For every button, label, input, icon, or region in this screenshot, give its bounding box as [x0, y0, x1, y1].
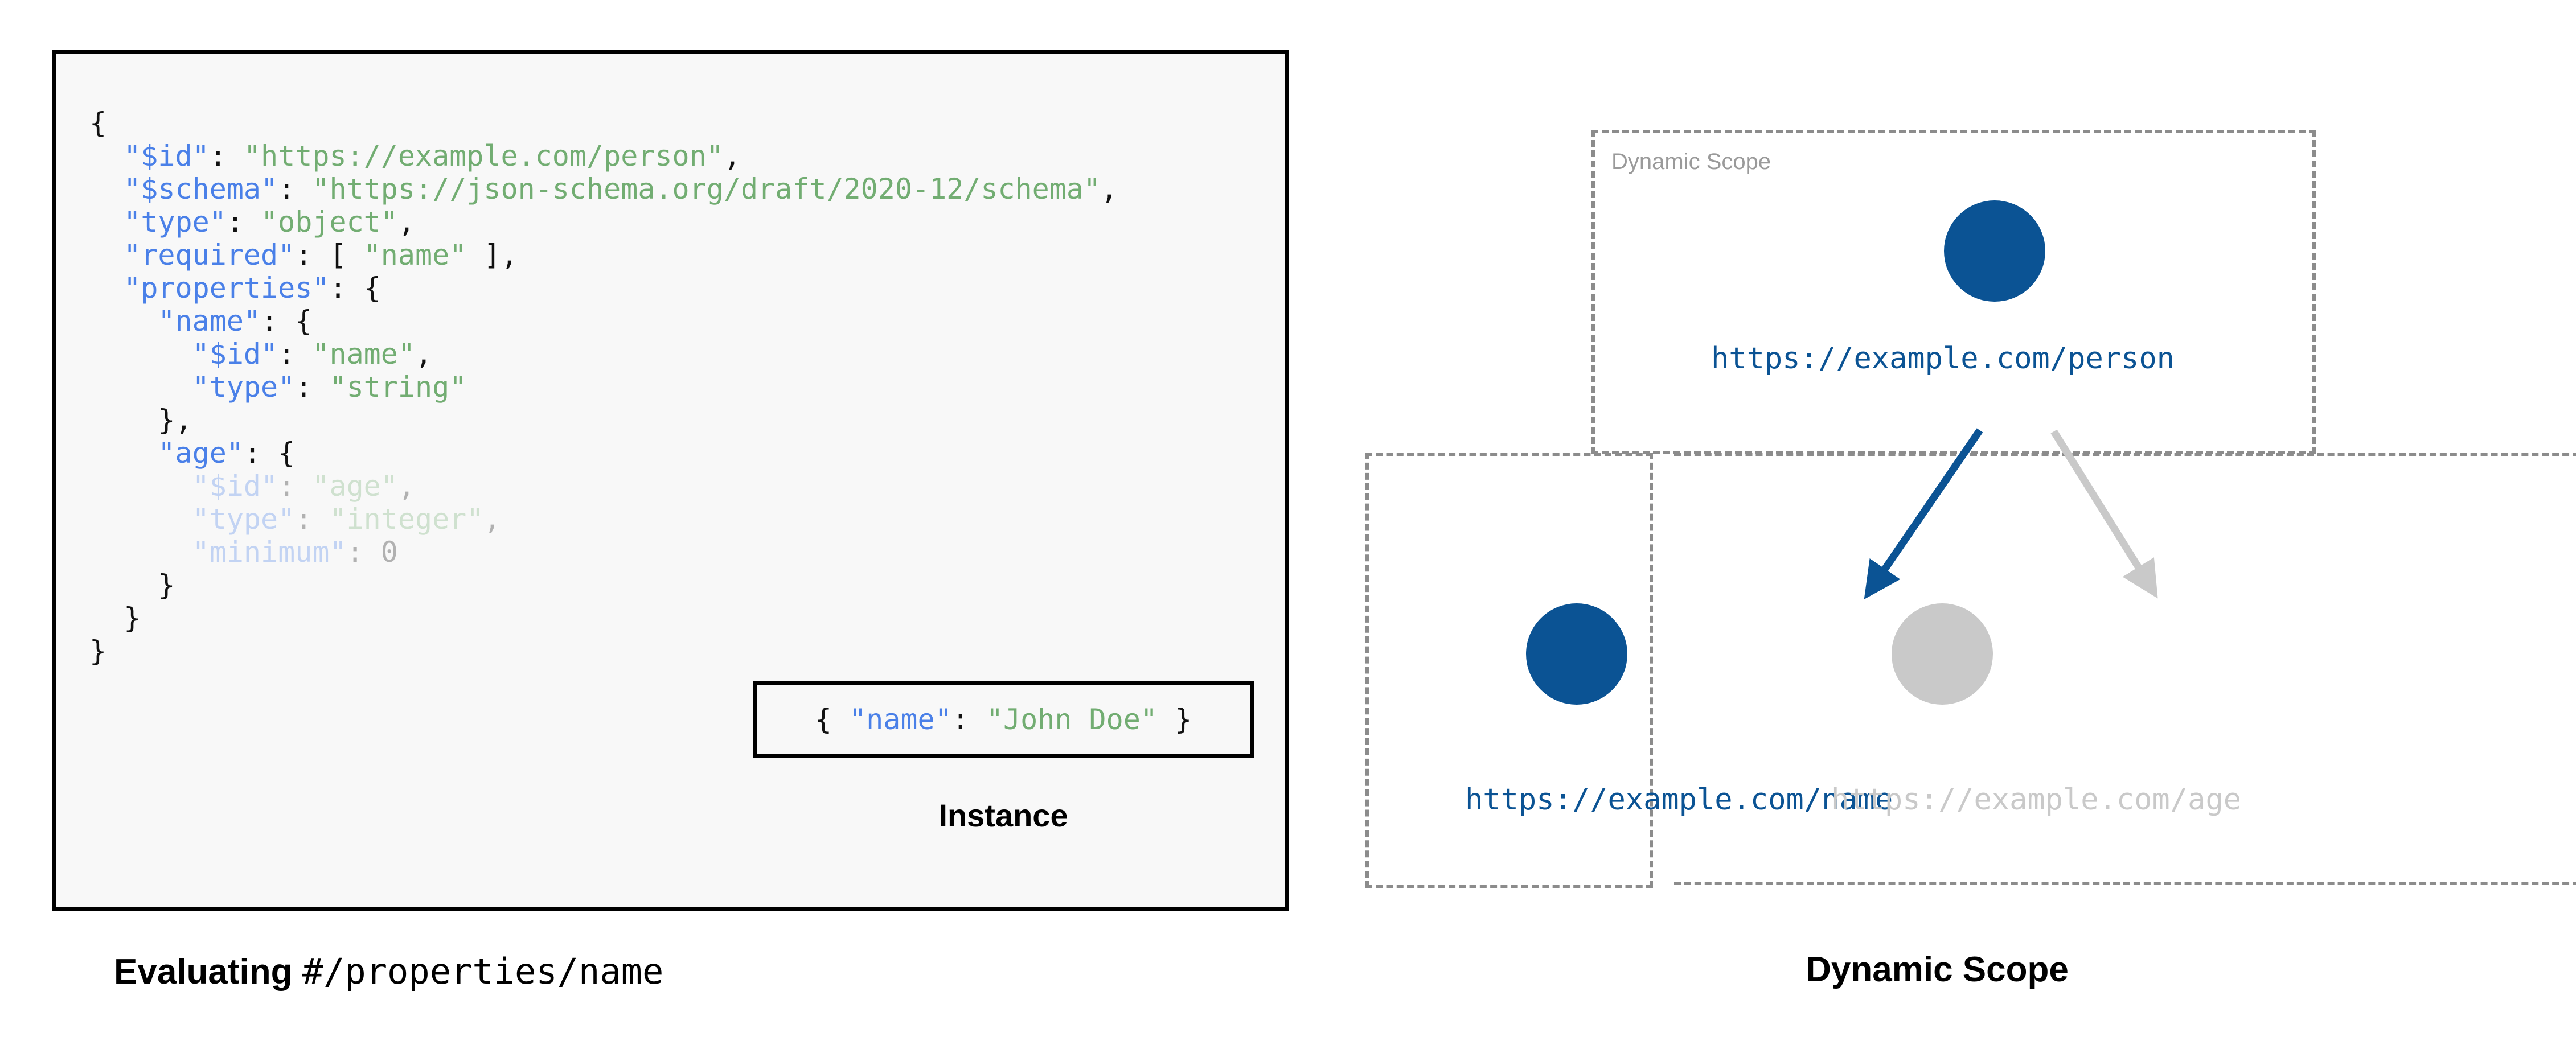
code-line: { [89, 106, 107, 139]
node-label-name: https://example.com/name [1465, 783, 1893, 817]
node-label-person: https://example.com/person [1711, 342, 2175, 376]
dynamic-scope-caption: Dynamic Scope [1806, 950, 2069, 989]
code-line: } [124, 602, 141, 635]
code-line: "type": "string" [192, 371, 467, 404]
node-circle-person [1944, 200, 2045, 302]
code-line: "age": { [158, 437, 296, 470]
node-circle-name [1526, 603, 1627, 705]
code-line: "$id": "https://example.com/person", [124, 139, 741, 172]
scope-region-age [1674, 453, 2576, 885]
code-line: } [89, 635, 107, 668]
code-line: "type": "object", [124, 205, 415, 238]
code-line: "$schema": "https://json-schema.org/draf… [124, 172, 1118, 205]
evaluating-caption-pointer: #/properties/name [302, 951, 664, 992]
code-line: "$id": "name", [192, 338, 433, 371]
evaluating-caption: Evaluating #/properties/name [114, 951, 663, 992]
instance-box: { "name": "John Doe" } [753, 681, 1254, 758]
evaluating-caption-prefix: Evaluating [114, 952, 302, 992]
dynamic-scope-panel: Dynamic Scope https://example.com/person… [1298, 0, 2576, 1053]
schema-code-box: { "$id": "https://example.com/person", "… [52, 50, 1289, 911]
code-line: "name": { [158, 305, 313, 338]
scope-region-root [1591, 130, 2316, 454]
schema-panel: { "$id": "https://example.com/person", "… [52, 50, 1289, 992]
code-line: "$id": "age", [192, 470, 415, 503]
instance-code: { "name": "John Doe" } [814, 703, 1192, 736]
code-line: }, [158, 404, 192, 437]
scope-region-root-label: Dynamic Scope [1611, 149, 1771, 174]
code-line: "required": [ "name" ], [124, 238, 518, 272]
node-circle-age [1892, 603, 1993, 705]
code-line: "properties": { [124, 272, 381, 305]
code-line: "type": "integer", [192, 503, 501, 536]
schema-code-listing: { "$id": "https://example.com/person", "… [89, 106, 1118, 668]
code-line: "minimum": 0 [192, 536, 398, 569]
code-line: } [158, 569, 175, 602]
node-label-age: https://example.com/age [1831, 783, 2242, 817]
scope-region-name [1365, 453, 1653, 888]
instance-caption: Instance [938, 797, 1068, 833]
